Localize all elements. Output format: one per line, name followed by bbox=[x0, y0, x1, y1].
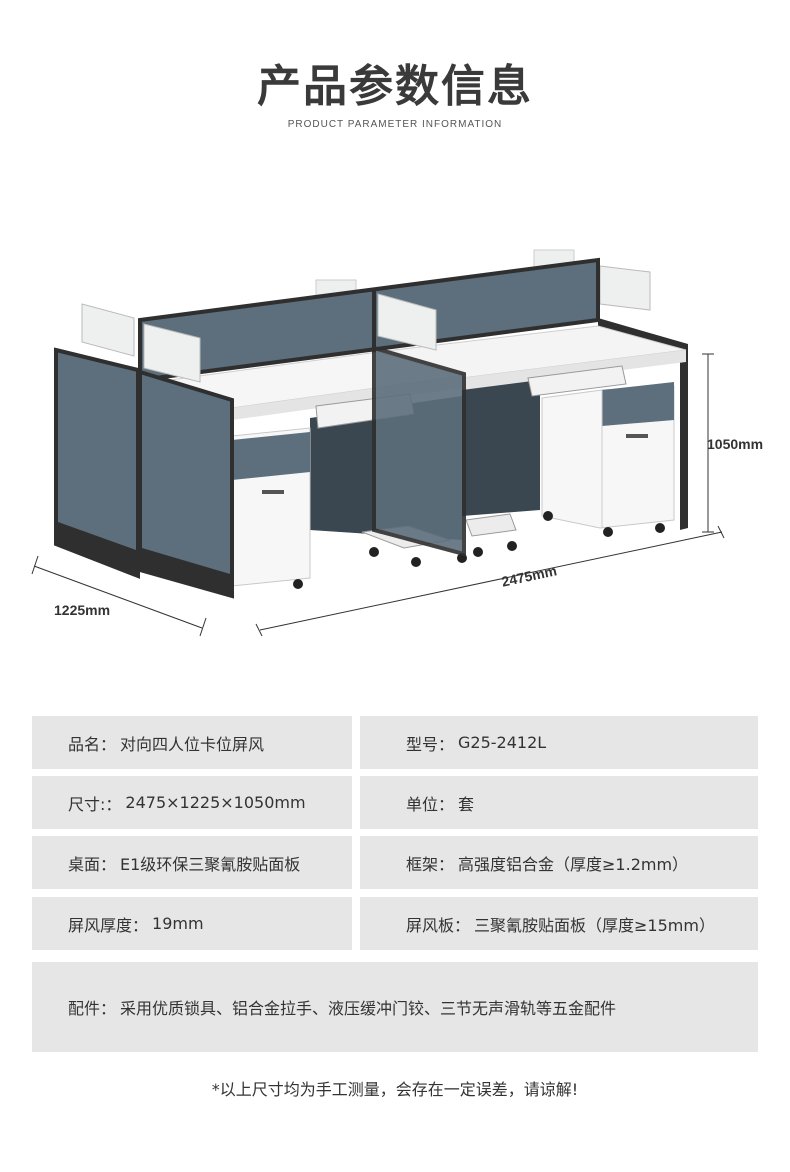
spec-size: 尺寸:： 2475×1225×1050mm bbox=[32, 776, 352, 829]
spec-unit-label: 单位： bbox=[406, 794, 455, 814]
spec-unit: 单位： 套 bbox=[360, 776, 758, 829]
spec-size-value: 2475×1225×1050mm bbox=[125, 793, 306, 812]
spec-frame: 框架： 高强度铝合金（厚度≥1.2mm） bbox=[360, 836, 758, 889]
spec-size-label: 尺寸:： bbox=[68, 794, 122, 814]
page-subtitle: PRODUCT PARAMETER INFORMATION bbox=[287, 119, 503, 130]
depth-dimension-label: 1225mm bbox=[54, 602, 111, 618]
spec-name-label: 品名： bbox=[68, 734, 117, 754]
spec-name-value: 对向四人位卡位屏风 bbox=[120, 734, 265, 754]
spec-model: 型号： G25-2412L bbox=[360, 716, 758, 769]
spec-desktop-label: 桌面： bbox=[68, 854, 117, 874]
spec-screen-board: 屏风板： 三聚氰胺贴面板（厚度≥15mm） bbox=[360, 897, 758, 950]
spec-desktop: 桌面： E1级环保三聚氰胺贴面板 bbox=[32, 836, 352, 889]
spec-accessories-value: 采用优质锁具、铝合金拉手、液压缓冲门铰、三节无声滑轨等五金配件 bbox=[120, 999, 617, 1018]
spec-name: 品名： 对向四人位卡位屏风 bbox=[32, 716, 352, 769]
spec-screen-thickness-value: 19mm bbox=[152, 914, 204, 933]
page-title: 产品参数信息 bbox=[257, 61, 533, 112]
spec-screen-thickness: 屏风厚度： 19mm bbox=[32, 897, 352, 950]
workstation-illustration bbox=[31, 249, 725, 637]
spec-frame-value: 高强度铝合金（厚度≥1.2mm） bbox=[458, 854, 689, 874]
spec-model-label: 型号： bbox=[406, 734, 455, 754]
height-dimension-label: 1050mm bbox=[707, 436, 764, 452]
spec-unit-value: 套 bbox=[458, 794, 475, 814]
spec-frame-label: 框架： bbox=[406, 854, 455, 874]
spec-desktop-value: E1级环保三聚氰胺贴面板 bbox=[120, 854, 301, 874]
footer-note: *以上尺寸均为手工测量，会存在一定误差，请谅解! bbox=[211, 1080, 579, 1099]
spec-accessories-label: 配件： bbox=[68, 999, 117, 1018]
spec-screen-thickness-label: 屏风厚度： bbox=[68, 915, 149, 935]
spec-screen-board-label: 屏风板： bbox=[406, 915, 471, 935]
spec-accessories: 配件： 采用优质锁具、铝合金拉手、液压缓冲门铰、三节无声滑轨等五金配件 bbox=[32, 962, 758, 1052]
spec-model-value: G25-2412L bbox=[458, 733, 547, 752]
spec-screen-board-value: 三聚氰胺贴面板（厚度≥15mm） bbox=[474, 915, 715, 935]
